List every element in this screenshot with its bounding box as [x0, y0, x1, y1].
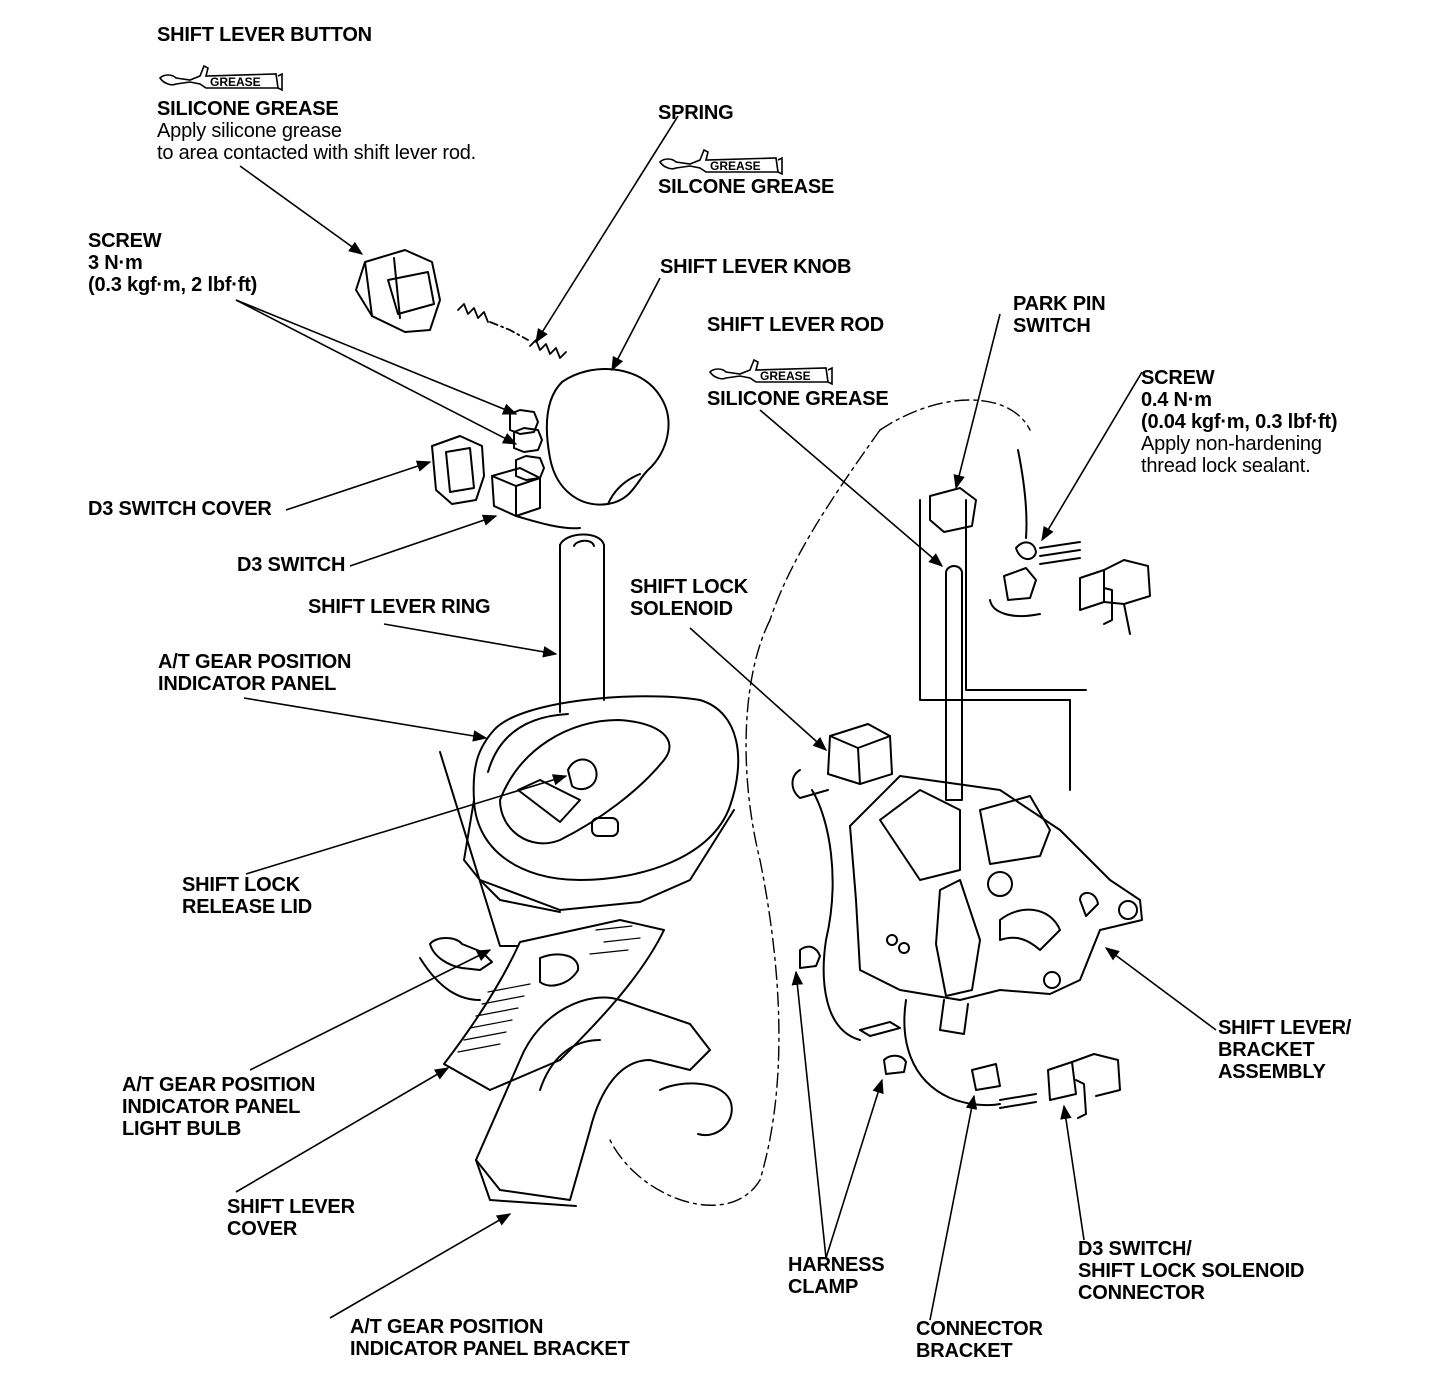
label-d3-switch: D3 SWITCH: [237, 554, 346, 576]
grease-tube-icon: [708, 358, 833, 386]
label-shift-lever-cover: SHIFT LEVER COVER: [227, 1196, 355, 1240]
label-shift-lever-rod: SHIFT LEVER ROD: [707, 314, 885, 336]
label-spring: SPRING: [658, 102, 734, 124]
label-screw-left: SCREW 3 N·m (0.3 kgf·m, 2 lbf·ft): [88, 230, 258, 296]
label-spring-grease: SILCONE GREASE: [658, 176, 835, 198]
label-connector-bracket: CONNECTOR BRACKET: [916, 1318, 1043, 1362]
panel-bracket-part: [475, 996, 733, 1207]
upper-connector-part: [1079, 559, 1151, 635]
label-shift-lever-knob: SHIFT LEVER KNOB: [660, 256, 852, 278]
label-shift-lever-button: SHIFT LEVER BUTTON: [157, 24, 372, 46]
label-silicone-grease-button: SILICONE GREASE Apply silicone grease to…: [157, 98, 477, 164]
screws-left-part: [509, 409, 545, 481]
leader-lines: [235, 115, 1217, 1321]
grease-tube-icon: [158, 64, 283, 92]
label-harness-clamp: HARNESS CLAMP: [788, 1254, 885, 1298]
shift-lever-button-part: [355, 249, 441, 333]
label-shift-lever-bracket-assembly: SHIFT LEVER/ BRACKET ASSEMBLY: [1218, 1017, 1352, 1083]
label-indicator-panel: A/T GEAR POSITION INDICATOR PANEL: [158, 651, 352, 695]
grease-tube-icon: [658, 148, 783, 176]
label-park-pin-switch: PARK PIN SWITCH: [1013, 293, 1106, 337]
lower-connector-part: [883, 999, 1121, 1119]
harness-loop-left: [609, 619, 780, 1206]
light-bulb-part: [419, 937, 493, 1001]
park-pin-switch-part: [929, 449, 1081, 618]
label-shift-lever-ring: SHIFT LEVER RING: [308, 596, 491, 618]
label-panel-bracket: A/T GEAR POSITION INDICATOR PANEL BRACKE…: [350, 1316, 630, 1360]
label-light-bulb: A/T GEAR POSITION INDICATOR PANEL LIGHT …: [122, 1074, 316, 1140]
label-screw-right: SCREW 0.4 N·m (0.04 kgf·m, 0.3 lbf·ft) A…: [1141, 367, 1338, 477]
shift-lever-bracket-assembly-part: [849, 775, 1143, 1001]
shift-lever-knob-part: [545, 368, 670, 506]
shift-lever-cover-part: [443, 919, 665, 1091]
spring-part: [457, 303, 567, 359]
grease-tag: GREASE: [760, 369, 811, 383]
shift-lock-solenoid-part: [791, 723, 901, 1041]
label-d3-connector: D3 SWITCH/ SHIFT LOCK SOLENOID CONNECTOR: [1078, 1238, 1305, 1304]
label-rod-grease: SILICONE GREASE: [707, 388, 889, 410]
label-shift-lock-release-lid: SHIFT LOCK RELEASE LID: [182, 874, 313, 918]
grease-tag: GREASE: [210, 75, 261, 89]
label-shift-lock-solenoid: SHIFT LOCK SOLENOID: [630, 576, 748, 620]
harness-loop-right: [879, 399, 1031, 431]
indicator-panel-part: [439, 695, 740, 947]
shift-lever-tube-part: [559, 533, 605, 713]
d3-switch-part: [491, 467, 581, 530]
grease-tag: GREASE: [710, 159, 761, 173]
d3-switch-cover-part: [431, 435, 485, 505]
grease-symbols: [158, 64, 833, 386]
label-d3-switch-cover: D3 SWITCH COVER: [88, 498, 272, 520]
shift-lever-rod-part: [919, 499, 1087, 801]
